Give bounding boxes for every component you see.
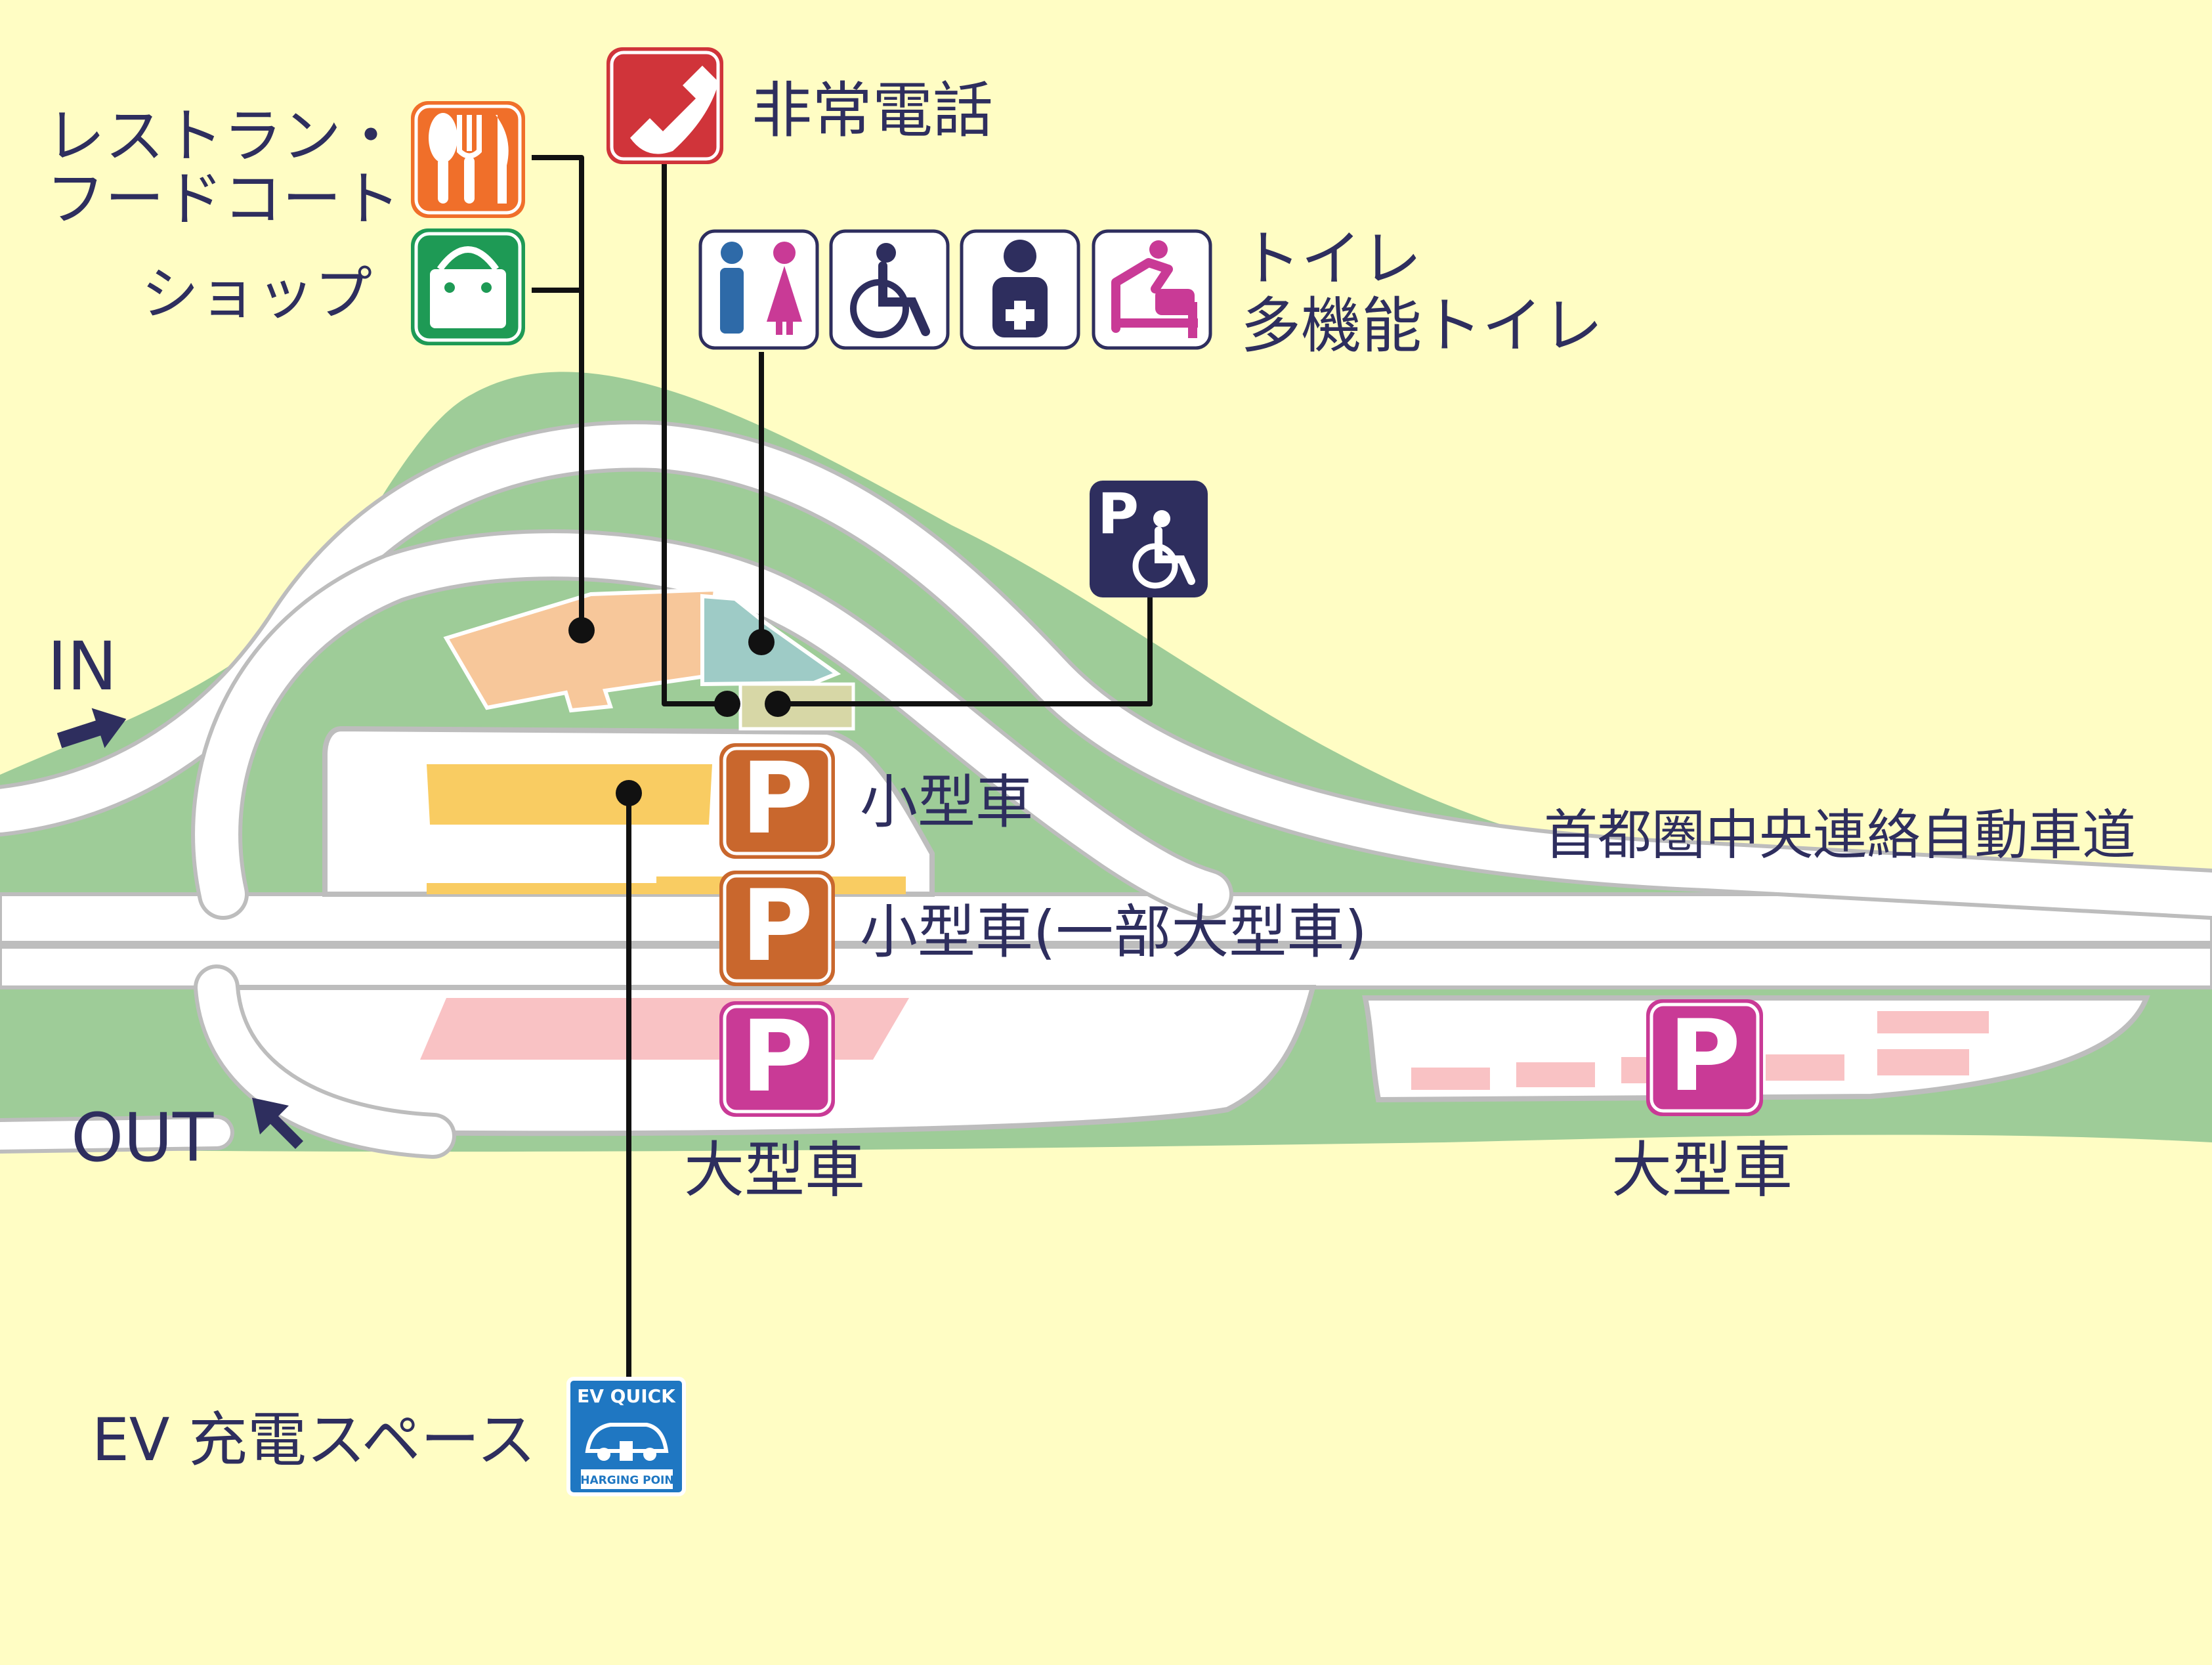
restaurant-label-line1: レストラン・ [46,102,400,171]
wheelchair-icon [829,229,950,350]
restaurant-building [443,587,718,713]
large-car-parking-icon-east: P [1646,999,1763,1116]
large-car-west-letter: P [741,1000,813,1114]
restaurant-label-line2: フードコート [46,165,400,234]
large-car-east-label: 大型車 [1611,1135,1793,1205]
small-car-label: 小型車 [860,768,1033,836]
ev-charging-label: EV 充電スペース [92,1406,536,1475]
ev-badge-bottom: CHARGING POINT [572,1474,682,1487]
toilet-label-line2: 多機能トイレ [1241,291,1603,361]
entrance-arrow-icon [56,708,127,748]
leader-lines [532,155,1153,1379]
small-car-parking-icon: P [719,742,835,859]
entrance-label: IN [47,628,117,706]
baby-changing-icon [1092,229,1212,350]
ev-car-plug-icon: EV QUICK CHARGING POINT [566,1377,686,1496]
toilet-label-line1: トイレ [1241,224,1422,294]
large-car-east-letter: P [1669,999,1741,1114]
ramp-roads [0,420,2212,1159]
small-car-parking-letter: P [741,742,813,856]
mixed-parking-icon: P [719,869,835,986]
expressway [0,892,2212,989]
accessible-parking-icon: P [1090,481,1208,597]
shopping-bag-icon [411,228,525,345]
map-labels: レストラン・ フードコート ショップ 非常電話 トイレ 多機能トイレ IN OU… [46,76,2136,1475]
restaurant-icon [411,101,525,218]
accessible-parking-letter: P [1097,481,1139,547]
exit-arrow-icon [252,1098,303,1149]
mixed-parking-letter: P [741,869,813,984]
emergency-phone-label: 非常電話 [752,76,993,146]
man-woman-toilet-icon [698,229,819,350]
large-car-parking-icon-west: P [719,1000,835,1117]
leader-dots [568,617,791,806]
ostomate-icon [960,229,1080,350]
shop-label: ショップ [141,260,372,328]
telephone-handset-icon [606,47,723,164]
small-car-some-large-label: 小型車(一部大型車) [860,898,1367,966]
expressway-lane-top [0,892,2212,945]
large-car-west-label: 大型車 [684,1135,865,1205]
expressway-label: 首都圏中央連絡自動車道 [1544,804,2136,867]
expressway-lane-bottom [0,945,2212,989]
ev-badge-top: EV QUICK [577,1385,676,1407]
exit-label: OUT [71,1099,214,1177]
